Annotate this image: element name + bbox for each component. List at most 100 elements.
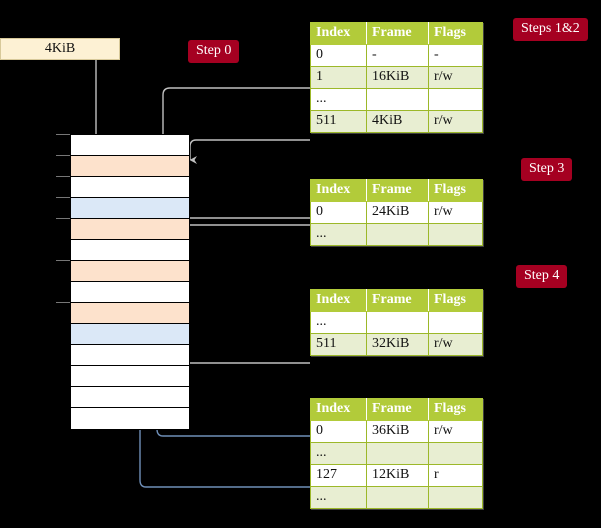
table-row: ... [310,311,483,334]
memory-tick-5 [56,260,71,261]
cell-index: ... [310,486,367,509]
wire-table0-row511-to-mem [189,139,310,164]
wire-table0-row1-to-mem [162,87,310,144]
cell-frame: 12KiB [366,464,429,487]
memory-tick-4 [56,218,71,219]
memory-frame-8 [71,303,189,324]
memory-frame-12 [71,387,189,408]
cell-frame: 16KiB [366,66,429,89]
badge-step-4: Step 4 [516,265,568,288]
virtual-address-label: 4KiB [44,41,76,56]
cell-index: ... [310,223,367,246]
column-header-flags: Flags [428,289,483,312]
memory-frame-4 [71,219,189,240]
memory-frame-0 [71,135,189,156]
wire-table2-to-mem [169,323,310,364]
cell-frame [366,486,429,509]
cell-index: ... [310,311,367,334]
memory-tick-3 [56,197,71,198]
cell-flags: r/w [428,420,483,443]
table-row: ... [310,442,483,465]
cell-index: ... [310,88,367,111]
cell-flags [428,442,483,465]
cell-frame [366,442,429,465]
table-row: 0-- [310,44,483,67]
cell-flags [428,223,483,246]
memory-tick-0 [56,134,71,135]
cell-frame [366,311,429,334]
column-header-flags: Flags [428,398,483,421]
memory-frame-6 [71,261,189,282]
badge-step-3: Step 3 [521,158,573,181]
table-row: ... [310,223,483,246]
column-header-index: Index [310,398,367,421]
cell-frame: 32KiB [366,333,429,356]
cell-flags: r/w [428,110,483,133]
column-header-frame: Frame [366,398,429,421]
cell-frame [366,88,429,111]
memory-tick-1 [56,155,71,156]
column-header-frame: Frame [366,289,429,312]
cell-frame [366,223,429,246]
column-header-frame: Frame [366,179,429,202]
cell-flags: - [428,44,483,67]
badge-step-0: Step 0 [188,40,240,63]
memory-frame-11 [71,366,189,387]
column-header-index: Index [310,22,367,45]
cell-frame: 36KiB [366,420,429,443]
memory-frame-9 [71,324,189,345]
physical-memory-column [70,134,190,430]
column-header-flags: Flags [428,22,483,45]
cell-flags: r/w [428,333,483,356]
cell-frame: - [366,44,429,67]
wire-table1-branch-to-mem [182,224,310,291]
column-header-index: Index [310,179,367,202]
memory-tick-6 [56,302,71,303]
cell-index: 511 [310,110,367,133]
memory-frame-1 [71,156,189,177]
table-row: ... [310,88,483,111]
cell-index: 511 [310,333,367,356]
memory-frame-5 [71,240,189,261]
cell-index: 127 [310,464,367,487]
cell-index: 1 [310,66,367,89]
column-header-frame: Frame [366,22,429,45]
cell-frame: 24KiB [366,201,429,224]
cell-flags [428,486,483,509]
memory-frame-13 [71,408,189,429]
virtual-address-box: 4KiB [0,38,120,60]
cell-flags [428,88,483,111]
cell-frame: 4KiB [366,110,429,133]
column-header-index: Index [310,289,367,312]
table-row: ... [310,486,483,509]
memory-frame-10 [71,345,189,366]
cell-flags: r/w [428,201,483,224]
cell-index: 0 [310,44,367,67]
memory-frame-2 [71,177,189,198]
cell-flags [428,311,483,334]
cell-index: ... [310,442,367,465]
cell-index: 0 [310,201,367,224]
badge-steps-1-2: Steps 1&2 [513,18,588,41]
memory-tick-2 [56,176,71,177]
cell-index: 0 [310,420,367,443]
column-header-flags: Flags [428,179,483,202]
memory-frame-3 [71,198,189,219]
cell-flags: r [428,464,483,487]
memory-frame-7 [71,282,189,303]
